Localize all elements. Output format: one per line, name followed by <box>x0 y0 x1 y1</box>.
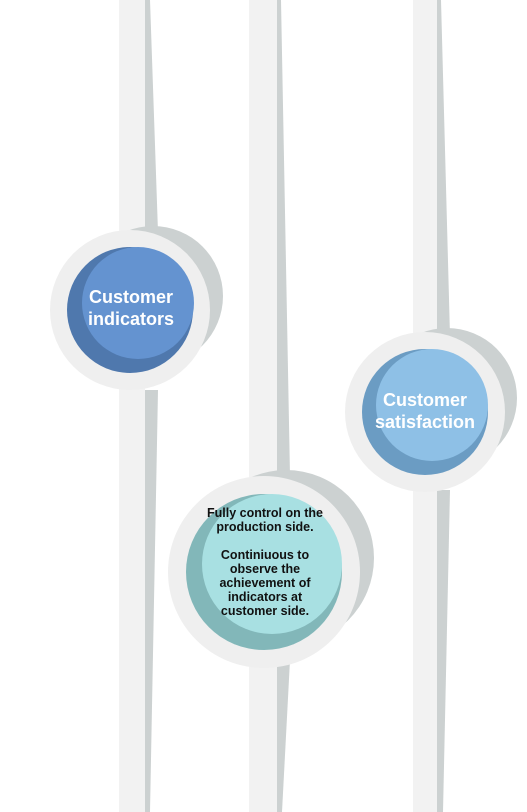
customer-satisfaction-line1: Customer <box>382 390 467 411</box>
node-customer-satisfaction <box>345 328 517 492</box>
customer-satisfaction-line2: satisfaction <box>374 412 476 432</box>
production-control-paragraph-2: Continiuous to observe the achievement o… <box>219 548 311 618</box>
track-left <box>119 0 158 812</box>
customer-indicators-line1: Customer <box>88 287 173 308</box>
node-customer-indicators <box>50 226 223 390</box>
customer-indicators-label: Customer indicators <box>72 283 190 335</box>
customer-satisfaction-label: Customer satisfaction <box>366 386 484 438</box>
node-production-control <box>168 470 374 668</box>
track-middle <box>249 0 290 812</box>
customer-indicators-line2: indicators <box>87 309 175 329</box>
production-control-paragraph-1: Fully control on the production side. <box>207 506 323 534</box>
production-control-text: Fully control on the production side. Co… <box>200 506 330 618</box>
